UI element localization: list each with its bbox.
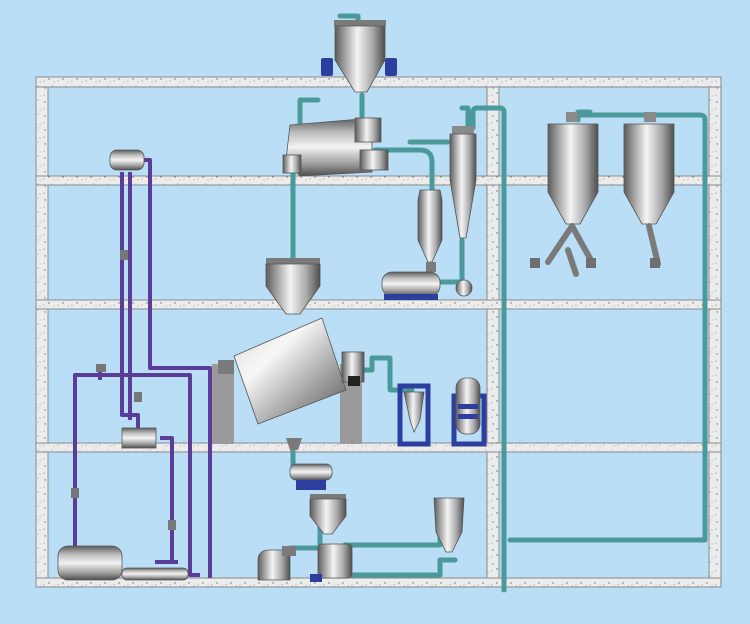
tank-flange bbox=[458, 404, 478, 409]
silo-valve-2 bbox=[586, 258, 596, 268]
purple-line-f bbox=[160, 436, 174, 562]
filter-column-icon bbox=[417, 189, 443, 263]
hopper-rim bbox=[334, 20, 386, 26]
middle-column bbox=[486, 76, 500, 588]
intermediate-rim bbox=[266, 258, 320, 264]
crusher-outlet bbox=[282, 154, 302, 174]
floor-slab-3 bbox=[35, 175, 722, 186]
intermediate-hopper bbox=[265, 258, 321, 315]
small-cyclone-frame bbox=[397, 383, 431, 447]
rotary-drum bbox=[212, 317, 365, 450]
blower-icon bbox=[381, 271, 441, 297]
small-cyclone bbox=[397, 383, 431, 447]
silo-1-discharge bbox=[545, 223, 661, 277]
purple-valve-1 bbox=[120, 250, 128, 260]
drum-support-left bbox=[212, 364, 234, 444]
discharge-leg-a bbox=[545, 223, 575, 265]
basement-pump bbox=[121, 567, 189, 581]
hopper-bracket-right bbox=[385, 58, 397, 76]
rotary-drum-icon bbox=[233, 317, 347, 425]
hopper-bracket-left bbox=[321, 58, 333, 76]
storage-silo-2 bbox=[623, 123, 675, 225]
cyclone-separator-icon bbox=[449, 133, 477, 239]
horizontal-tank-icon bbox=[57, 545, 123, 581]
drum-discharge bbox=[286, 438, 302, 450]
purple-valve-5 bbox=[71, 488, 79, 498]
purple-line-a bbox=[140, 158, 200, 370]
floor-slab-2 bbox=[35, 299, 722, 310]
discharge-leg-b bbox=[569, 223, 595, 265]
discharge-leg-c bbox=[565, 247, 579, 277]
pipe-long-loop bbox=[470, 105, 507, 593]
basement-mixer bbox=[317, 543, 353, 579]
silo-valve-3 bbox=[650, 258, 660, 268]
purple-valve-4 bbox=[168, 520, 176, 530]
right-column bbox=[708, 76, 722, 588]
cyclone-cap bbox=[452, 126, 474, 134]
basement-hopper bbox=[309, 498, 347, 535]
crusher-motor bbox=[354, 117, 382, 143]
cyclone-separator bbox=[449, 126, 477, 239]
teal-piping bbox=[287, 13, 708, 593]
roof-slab bbox=[35, 76, 722, 88]
discharge-leg-d bbox=[646, 223, 661, 267]
basement-equipment bbox=[57, 463, 465, 582]
vertical-tank bbox=[451, 377, 487, 447]
purple-valve-3 bbox=[96, 364, 106, 372]
purple-piping bbox=[73, 158, 212, 578]
conveyor-base bbox=[296, 480, 326, 490]
purple-junction-box bbox=[121, 427, 157, 449]
drum-drive bbox=[348, 376, 360, 386]
pipe-basement-bottom bbox=[322, 557, 458, 578]
blower bbox=[381, 271, 473, 300]
pipe-basement-right bbox=[342, 502, 443, 548]
drum-inlet bbox=[218, 360, 234, 374]
pump-icon bbox=[109, 149, 145, 171]
intermediate-hopper-icon bbox=[265, 263, 321, 315]
purple-line-d bbox=[73, 373, 200, 577]
blower-base bbox=[384, 294, 438, 300]
purple-valve-2 bbox=[134, 392, 142, 402]
purple-line-equipment bbox=[71, 149, 176, 530]
crusher bbox=[282, 117, 389, 177]
valve-icon bbox=[530, 258, 540, 268]
basement-cyclone bbox=[433, 497, 465, 553]
basement-valve bbox=[310, 574, 322, 582]
tank-flange-2 bbox=[458, 414, 478, 419]
screw-conveyor bbox=[289, 463, 333, 481]
filter-column bbox=[417, 189, 443, 272]
floor-slab-1 bbox=[35, 442, 722, 453]
pipe-basement-loop bbox=[287, 517, 323, 551]
crusher-box bbox=[359, 149, 389, 171]
basement-motor bbox=[257, 549, 291, 581]
purple-line-g bbox=[200, 366, 212, 578]
pipe-crusher-left-loop bbox=[297, 97, 321, 128]
storage-silos bbox=[530, 112, 675, 277]
silo-1-cap bbox=[566, 112, 578, 122]
left-column bbox=[35, 76, 49, 588]
blower-wheel bbox=[455, 279, 473, 297]
storage-silo-icon bbox=[547, 123, 599, 225]
basement-hopper-rim bbox=[310, 494, 346, 499]
pipe-crusher-to-cyclone bbox=[372, 147, 435, 193]
pipe-drum-right bbox=[355, 355, 415, 393]
basement-fitting bbox=[282, 546, 296, 556]
feed-hopper-icon bbox=[334, 25, 386, 93]
silo-2-cap bbox=[644, 112, 656, 122]
pipe-cyclone-down bbox=[433, 237, 465, 285]
ground-slab bbox=[35, 577, 722, 588]
filter-valve bbox=[426, 262, 436, 272]
pipe-silo-header bbox=[507, 112, 708, 543]
small-cyclone-body bbox=[403, 391, 425, 434]
feed-hopper bbox=[321, 20, 397, 93]
building-structure bbox=[35, 76, 722, 588]
